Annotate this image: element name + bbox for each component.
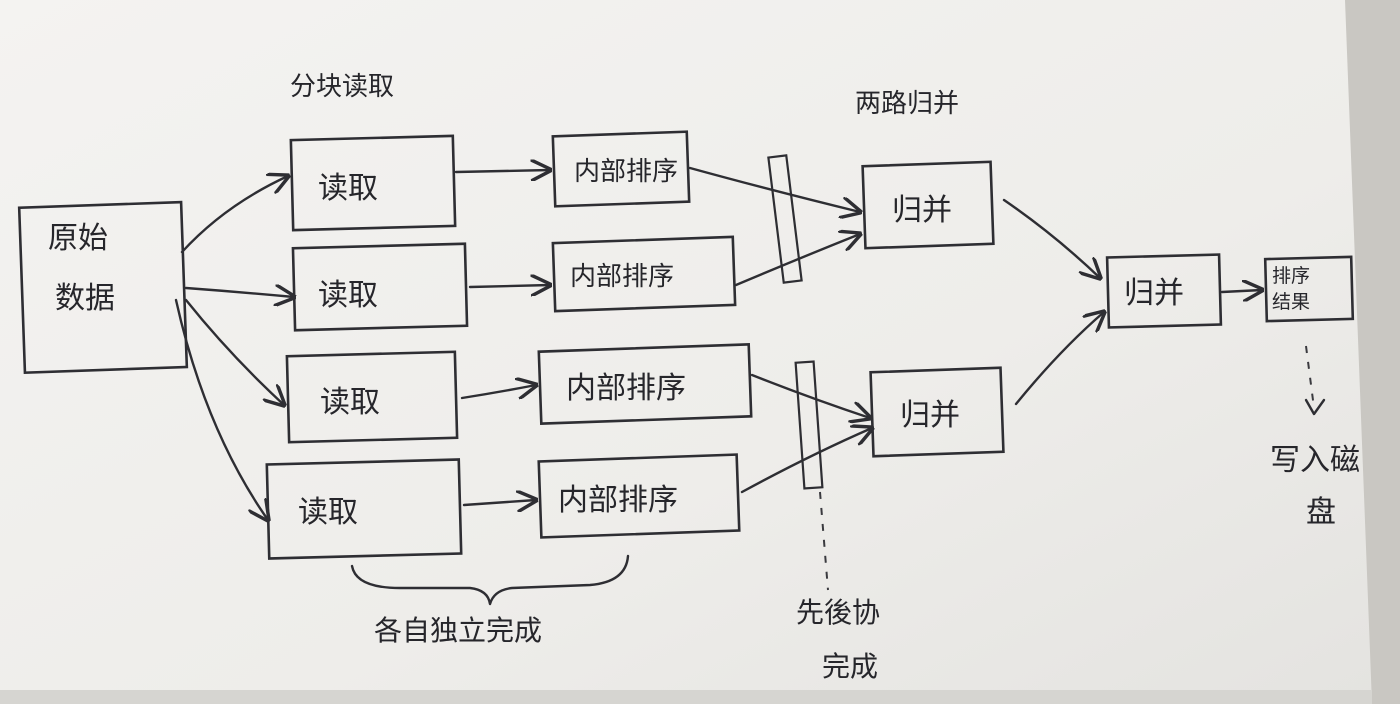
result-label-line2: 结果 <box>1272 291 1310 313</box>
merge-label-2: 归并 <box>900 398 960 433</box>
arrow-merge-final-2 <box>1014 312 1104 406</box>
final-merge-box <box>1105 253 1223 329</box>
arrow-sort-merge-3 <box>750 373 870 418</box>
arrow-source-read-3 <box>184 298 284 405</box>
arrow-read-sort-2 <box>468 285 550 287</box>
write-disk-line2: 盘 <box>1306 495 1336 530</box>
arrow-sort-merge-1 <box>688 166 860 212</box>
sort-label-2: 内部排序 <box>570 262 674 292</box>
arrow-source-read-4 <box>174 298 268 520</box>
arrow-merge-final-1 <box>1002 198 1100 278</box>
read-label-3: 读取 <box>320 385 380 420</box>
result-box <box>1263 255 1355 323</box>
sort-label-3: 内部排序 <box>566 371 686 406</box>
sort-label-4: 内部排序 <box>558 483 678 518</box>
note-barrier-line2: 完成 <box>822 650 878 683</box>
final-merge-label: 归并 <box>1124 276 1184 311</box>
dashed-barrier-note <box>819 491 829 591</box>
dashed-arrowhead <box>1304 398 1326 416</box>
arrow-source-read-2 <box>184 288 294 297</box>
result-label-line1: 排序 <box>1272 265 1310 287</box>
two-way-merge-label: 两路归并 <box>855 89 959 119</box>
arrow-final-result <box>1220 290 1262 292</box>
brace-independent <box>350 554 630 606</box>
note-barrier-line1: 先後协 <box>796 596 880 629</box>
read-label-2: 读取 <box>318 278 378 313</box>
arrow-read-sort-4 <box>462 500 536 505</box>
arrow-sort-merge-4 <box>740 428 872 494</box>
write-disk-line1: 写入磁 <box>1270 443 1360 478</box>
sort-box-1 <box>551 130 691 208</box>
arrow-source-read-1 <box>180 176 288 254</box>
sort-label-1: 内部排序 <box>574 157 678 187</box>
barrier-bar-2 <box>794 360 824 490</box>
source-data-box <box>17 200 189 375</box>
sort-box-4 <box>537 453 741 539</box>
chunk-read-label: 分块读取 <box>290 72 394 102</box>
arrow-read-sort-1 <box>454 170 550 172</box>
barrier-bar-1 <box>767 154 803 284</box>
arrow-sort-merge-2 <box>734 234 860 287</box>
source-label-line2: 数据 <box>55 281 115 316</box>
dashed-result-write <box>1305 345 1315 409</box>
sort-box-2 <box>551 235 737 313</box>
note-independent: 各自独立完成 <box>374 614 542 647</box>
merge-label-1: 归并 <box>892 193 952 228</box>
arrow-read-sort-3 <box>460 385 536 398</box>
read-label-1: 读取 <box>318 171 378 206</box>
source-label-line1: 原始 <box>48 221 108 256</box>
read-label-4: 读取 <box>298 495 358 530</box>
paper-bottom-edge <box>0 690 1372 704</box>
